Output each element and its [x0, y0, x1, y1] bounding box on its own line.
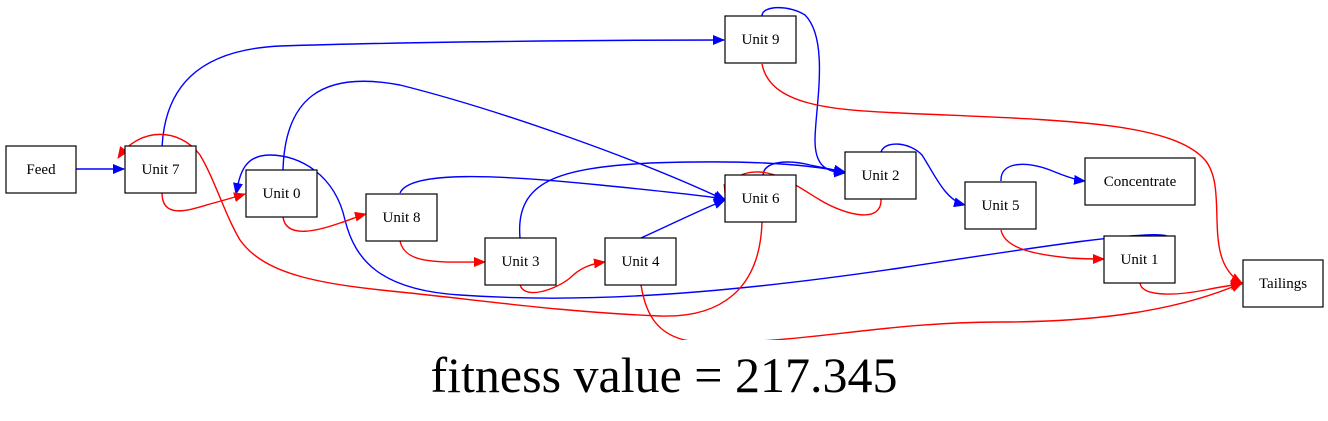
node-unit2-label: Unit 2 — [862, 168, 900, 184]
node-unit6-label: Unit 6 — [742, 191, 780, 207]
node-unit7-label: Unit 7 — [142, 162, 180, 178]
edge-unit3-to-unit2 — [518, 161, 846, 239]
node-tailings: Tailings — [1242, 259, 1324, 308]
node-unit3-label: Unit 3 — [502, 254, 540, 270]
node-unit7: Unit 7 — [124, 145, 197, 194]
edge-unit0-to-unit6 — [282, 80, 726, 201]
node-unit2: Unit 2 — [844, 151, 917, 200]
edge-unit3-to-unit4 — [519, 258, 606, 294]
node-feed-label: Feed — [26, 162, 56, 178]
edge-unit8-to-unit6 — [399, 175, 726, 203]
edge-unit6-to-unit2 — [762, 161, 846, 177]
edge-unit8-to-unit3 — [399, 240, 486, 268]
edge-unit5-to-concentrate — [1000, 163, 1086, 185]
edge-unit7-to-unit9 — [161, 35, 725, 148]
node-unit1: Unit 1 — [1103, 235, 1176, 284]
node-unit1-label: Unit 1 — [1121, 252, 1159, 268]
node-unit6: Unit 6 — [724, 174, 797, 223]
node-unit8-label: Unit 8 — [383, 210, 421, 226]
node-unit5-label: Unit 5 — [982, 198, 1020, 214]
edge-unit7-to-unit0 — [161, 192, 246, 212]
edge-unit9-to-tailings — [761, 63, 1243, 284]
node-unit8: Unit 8 — [365, 193, 438, 242]
node-unit4-label: Unit 4 — [622, 254, 660, 270]
fitness-caption: fitness value = 217.345 — [430, 347, 898, 403]
edge-unit2-to-unit5 — [880, 143, 966, 208]
node-unit5: Unit 5 — [964, 181, 1037, 230]
node-unit9: Unit 9 — [724, 15, 797, 64]
node-tailings-label: Tailings — [1259, 276, 1307, 292]
node-feed: Feed — [5, 145, 77, 194]
flowsheet-diagram: Feed Unit 7 Unit 0 Unit 8 Unit 3 Unit 4 … — [5, 6, 1324, 340]
edge-unit0-to-unit8 — [282, 211, 367, 232]
edge-unit9-to-unit2 — [761, 6, 846, 178]
node-unit0-label: Unit 0 — [263, 186, 301, 202]
node-concentrate-label: Concentrate — [1104, 174, 1177, 190]
edge-unit6-to-unit7 — [117, 133, 763, 317]
edge-unit4-to-tailings — [640, 282, 1243, 340]
node-unit0: Unit 0 — [245, 169, 318, 218]
node-unit3: Unit 3 — [484, 237, 557, 286]
node-unit9-label: Unit 9 — [742, 32, 780, 48]
edge-unit1-to-unit0 — [233, 154, 1168, 299]
node-concentrate: Concentrate — [1084, 157, 1196, 206]
node-unit4: Unit 4 — [604, 237, 677, 286]
edge-unit5-to-unit1 — [1000, 229, 1105, 264]
edge-unit4-to-unit6 — [640, 199, 726, 239]
edge-unit1-to-tailings — [1139, 280, 1243, 295]
edges — [76, 6, 1243, 340]
